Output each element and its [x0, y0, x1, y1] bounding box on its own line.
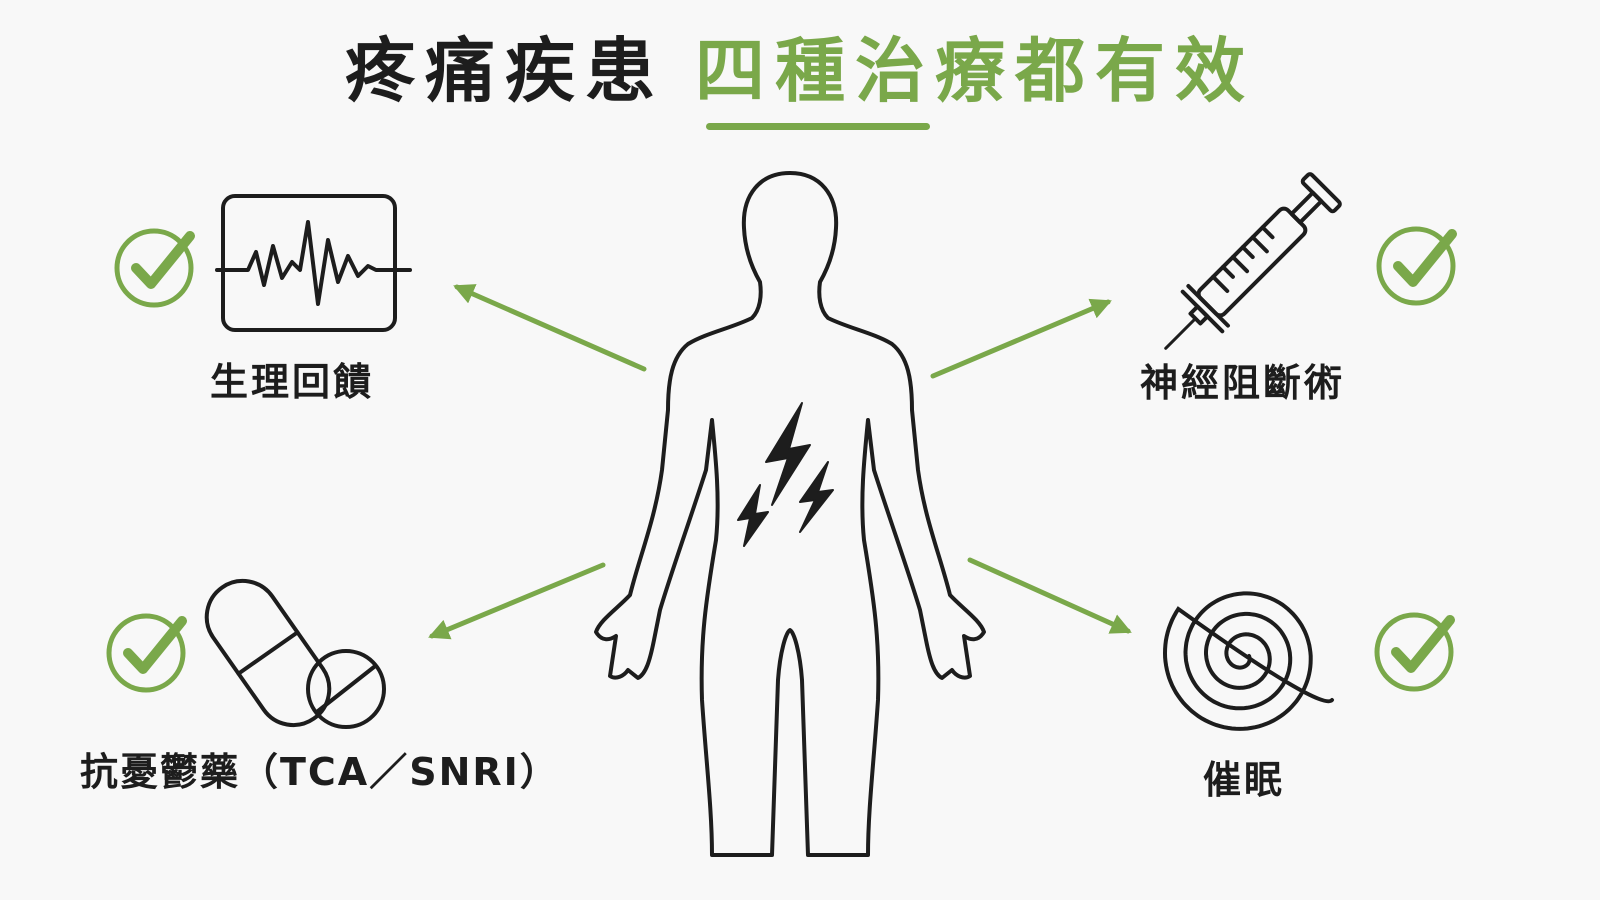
pills-icon [204, 578, 386, 729]
pain-bolt-large [765, 402, 811, 506]
arrow-to-biofeedback [453, 284, 647, 372]
human-body-pain-icon [594, 171, 986, 857]
label-hypnosis: 催眠 [1203, 758, 1286, 802]
title-highlight: 四種治療都有效 [695, 30, 1255, 112]
hypnosis-spiral-icon [1162, 591, 1334, 731]
arrow-to-nerve-block [930, 298, 1112, 379]
check-circle-icon [1374, 612, 1455, 692]
body-silhouette [594, 171, 986, 857]
arrow-to-hypnosis [967, 557, 1132, 634]
arrows [428, 284, 1132, 640]
label-antidepressants: 抗憂鬱藥（TCA／SNRI） [80, 750, 560, 794]
syringe-icon [1164, 172, 1342, 350]
check-circle-icon [114, 228, 195, 308]
label-biofeedback: 生理回饋 [210, 360, 375, 404]
biofeedback-monitor-icon [215, 194, 412, 332]
arrow-to-antidepressants [428, 562, 606, 640]
title-prefix: 疼痛疾患 [345, 30, 665, 112]
pain-bolt-right [799, 461, 834, 533]
label-nerve-block: 神經阻斷術 [1140, 361, 1346, 405]
page-title: 疼痛疾患四種治療都有效 [0, 26, 1600, 116]
check-circle-icon [1376, 226, 1457, 306]
title-underline [706, 123, 930, 130]
pain-bolt-left [737, 484, 769, 547]
check-circle-icon [106, 613, 187, 693]
